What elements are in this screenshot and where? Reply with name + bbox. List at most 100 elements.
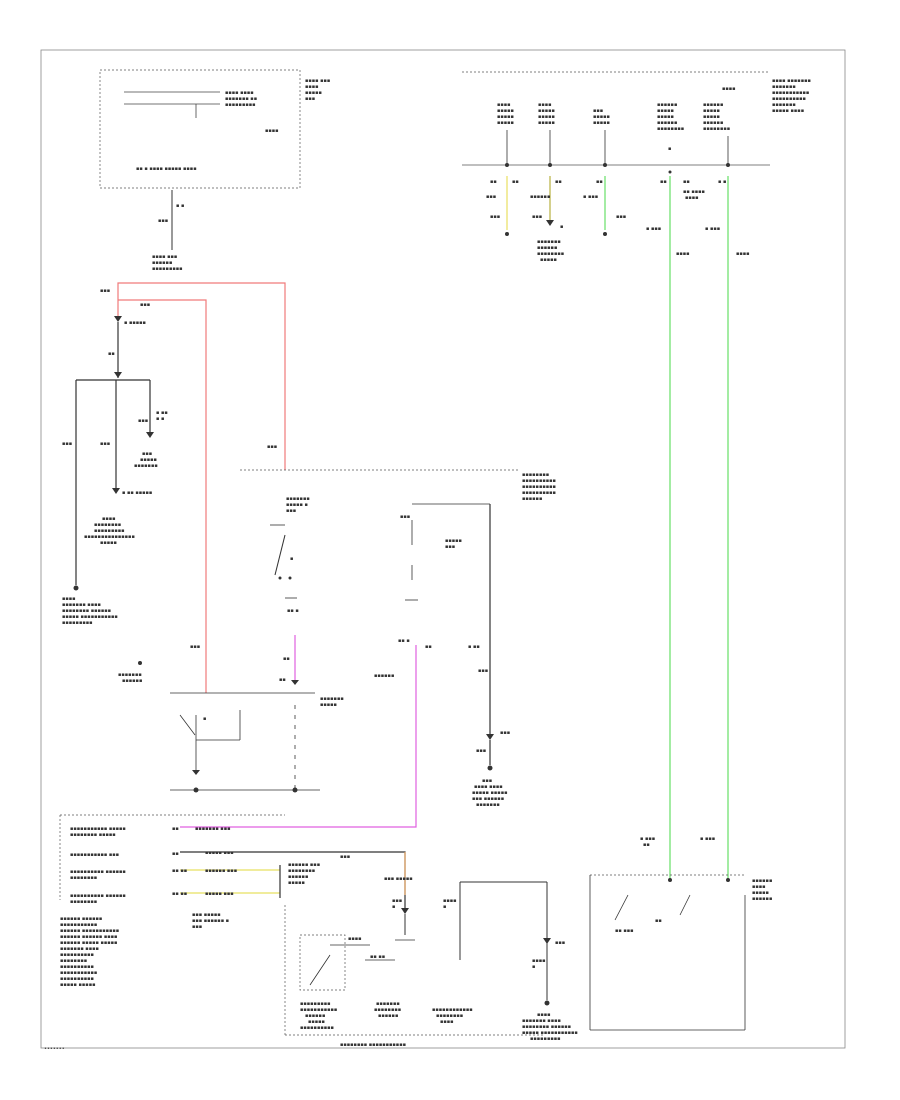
svg-text:▪▪▪▪▪: ▪▪▪▪▪ [100, 540, 117, 546]
svg-text:▪▪▪▪▪▪▪ ▪▪▪▪: ▪▪▪▪▪▪▪ ▪▪▪▪ [522, 1018, 561, 1024]
svg-text:▪▪▪▪▪▪: ▪▪▪▪▪▪ [305, 1013, 325, 1019]
battery-junction: ▪ ▪▪▪▪▪ ▪▪ ▪ ▪▪ ▪ ▪ ▪▪▪ ▪▪▪ ▪▪▪▪▪ ▪▪▪▪▪▪… [62, 316, 168, 684]
svg-text:▪▪ ▪▪▪: ▪▪ ▪▪▪ [615, 928, 634, 934]
svg-text:▪▪▪▪▪▪▪: ▪▪▪▪▪▪▪ [537, 239, 561, 245]
svg-text:▪▪▪ ▪▪▪▪▪: ▪▪▪ ▪▪▪▪▪ [384, 876, 413, 882]
svg-text:▪▪▪▪▪▪▪▪▪▪▪: ▪▪▪▪▪▪▪▪▪▪▪ [60, 970, 97, 976]
diagram-footer-code: ••••••• [44, 1046, 65, 1052]
svg-text:▪ ▪▪ ▪▪▪▪▪: ▪ ▪▪ ▪▪▪▪▪ [122, 490, 152, 496]
svg-text:▪ ▪: ▪ ▪ [156, 416, 164, 422]
svg-text:▪▪▪▪▪▪▪: ▪▪▪▪▪▪▪ [376, 1001, 400, 1007]
svg-text:▪▪▪▪▪: ▪▪▪▪▪ [703, 108, 720, 114]
svg-text:▪▪▪▪▪▪▪▪▪▪▪: ▪▪▪▪▪▪▪▪▪▪▪ [772, 90, 809, 96]
svg-text:▪▪: ▪▪ [596, 179, 603, 185]
svg-text:▪▪▪▪▪: ▪▪▪▪▪ [288, 880, 305, 886]
svg-text:▪▪▪ ▪▪▪▪▪: ▪▪▪ ▪▪▪▪▪ [192, 912, 221, 918]
svg-text:▪▪▪▪▪▪▪▪: ▪▪▪▪▪▪▪▪ [288, 868, 315, 874]
svg-text:▪▪▪▪▪▪▪▪▪: ▪▪▪▪▪▪▪▪▪ [300, 1001, 331, 1007]
svg-text:▪▪▪▪: ▪▪▪▪ [305, 84, 319, 90]
svg-text:▪▪ ▪▪▪▪: ▪▪ ▪▪▪▪ [683, 189, 705, 195]
svg-text:▪▪▪▪▪▪▪: ▪▪▪▪▪▪▪ [118, 672, 142, 678]
svg-text:▪▪▪▪▪▪▪▪▪▪▪ ▪▪▪▪▪: ▪▪▪▪▪▪▪▪▪▪▪ ▪▪▪▪▪ [70, 826, 126, 832]
svg-text:▪▪▪▪: ▪▪▪▪ [443, 898, 457, 904]
svg-text:▪ ▪▪▪: ▪ ▪▪▪ [705, 226, 720, 232]
transmission-section: ▪▪▪▪▪▪▪▪ ▪▪▪▪▪▪▪▪▪▪▪ ▪▪▪ ▪ ▪▪▪▪ ▪ ▪▪▪ ▪▪… [284, 881, 578, 1048]
svg-text:▪ ▪: ▪ ▪ [718, 179, 726, 185]
svg-text:▪▪▪: ▪▪▪ [305, 96, 315, 102]
svg-text:▪▪▪▪▪▪▪▪▪: ▪▪▪▪▪▪▪▪▪ [225, 102, 256, 108]
svg-text:▪▪▪: ▪▪▪ [340, 854, 350, 860]
svg-text:▪▪▪▪▪▪▪▪▪▪: ▪▪▪▪▪▪▪▪▪▪ [60, 964, 94, 970]
svg-text:▪▪▪▪▪▪▪▪: ▪▪▪▪▪▪▪▪ [703, 126, 730, 132]
svg-text:▪ ▪▪▪: ▪ ▪▪▪ [640, 836, 655, 842]
svg-text:▪▪▪▪▪ ▪▪▪▪▪▪▪▪▪▪▪: ▪▪▪▪▪ ▪▪▪▪▪▪▪▪▪▪▪ [522, 1030, 578, 1036]
svg-text:▪▪▪▪▪▪▪: ▪▪▪▪▪▪▪ [286, 496, 310, 502]
svg-text:▪▪▪▪: ▪▪▪▪ [538, 102, 552, 108]
svg-text:▪ ▪▪▪: ▪ ▪▪▪ [646, 226, 661, 232]
svg-text:▪▪▪: ▪▪▪ [490, 214, 500, 220]
svg-text:▪▪▪▪: ▪▪▪▪ [752, 884, 766, 890]
svg-text:▪▪▪: ▪▪▪ [482, 778, 492, 784]
svg-text:▪▪▪▪▪: ▪▪▪▪▪ [752, 890, 769, 896]
svg-text:▪▪▪▪▪ ▪▪▪▪▪▪▪▪▪▪▪: ▪▪▪▪▪ ▪▪▪▪▪▪▪▪▪▪▪ [62, 614, 118, 620]
svg-text:▪▪▪▪▪ ▪▪▪: ▪▪▪▪▪ ▪▪▪ [205, 891, 234, 897]
svg-text:▪▪▪: ▪▪▪ [286, 508, 296, 514]
svg-text:▪▪▪▪▪▪ ▪▪▪▪▪▪ ▪▪▪▪: ▪▪▪▪▪▪ ▪▪▪▪▪▪ ▪▪▪▪ [60, 934, 117, 940]
svg-text:▪▪: ▪▪ [425, 644, 432, 650]
svg-text:▪▪▪: ▪▪▪ [532, 214, 542, 220]
svg-text:▪▪▪▪▪▪: ▪▪▪▪▪▪ [288, 874, 308, 880]
svg-text:▪▪: ▪▪ [172, 826, 179, 832]
green-clutch-wires: ▪ ▪▪▪ ▪ ▪ ▪▪ ▪▪▪▪ ▪▪▪▪ ▪ ▪▪▪ ▪▪ ▪ ▪▪▪ [640, 176, 750, 880]
svg-text:▪▪▪▪▪: ▪▪▪▪▪ [497, 114, 514, 120]
svg-text:▪: ▪ [560, 224, 563, 230]
svg-text:▪ ▪▪: ▪ ▪▪ [468, 644, 480, 650]
svg-text:▪▪▪▪: ▪▪▪▪ [722, 86, 736, 92]
svg-text:▪: ▪ [392, 904, 395, 910]
svg-text:▪▪▪▪▪▪▪▪▪▪: ▪▪▪▪▪▪▪▪▪▪ [60, 976, 94, 982]
svg-text:▪▪▪▪▪ ▪▪▪: ▪▪▪▪▪ ▪▪▪ [205, 850, 234, 856]
svg-text:▪▪▪▪▪▪▪ ▪▪: ▪▪▪▪▪▪▪ ▪▪ [225, 96, 257, 102]
svg-text:▪▪▪▪▪▪ ▪▪▪: ▪▪▪▪▪▪ ▪▪▪ [205, 868, 237, 874]
svg-text:▪▪▪▪▪▪: ▪▪▪▪▪▪ [374, 673, 394, 679]
svg-text:▪▪ ▪▪: ▪▪ ▪▪ [172, 891, 187, 897]
svg-text:▪▪ ▪▪: ▪▪ ▪▪ [370, 954, 385, 960]
svg-text:▪▪▪▪▪▪ ▪▪▪▪▪▪: ▪▪▪▪▪▪ ▪▪▪▪▪▪ [60, 916, 102, 922]
svg-text:▪▪▪▪▪▪▪▪▪▪: ▪▪▪▪▪▪▪▪▪▪ [300, 1025, 334, 1031]
svg-text:▪▪▪▪▪: ▪▪▪▪▪ [703, 114, 720, 120]
svg-text:▪▪▪▪▪▪: ▪▪▪▪▪▪ [122, 678, 142, 684]
svg-text:▪▪▪▪▪▪▪: ▪▪▪▪▪▪▪ [772, 102, 796, 108]
svg-text:▪▪▪▪▪▪▪▪ ▪▪▪▪▪▪: ▪▪▪▪▪▪▪▪ ▪▪▪▪▪▪ [522, 1024, 571, 1030]
svg-text:▪▪▪▪▪▪: ▪▪▪▪▪▪ [752, 878, 772, 884]
top-left-module: ▪▪▪▪ ▪▪▪▪ ▪▪▪▪▪▪▪ ▪▪ ▪▪▪▪▪▪▪▪▪ ▪▪▪▪ ▪▪▪ … [99, 69, 330, 189]
svg-text:▪▪▪▪▪▪: ▪▪▪▪▪▪ [530, 194, 550, 200]
svg-text:▪▪▪▪▪▪▪▪▪▪: ▪▪▪▪▪▪▪▪▪▪ [522, 490, 556, 496]
svg-text:▪▪▪▪▪▪: ▪▪▪▪▪▪ [537, 245, 557, 251]
svg-text:▪▪: ▪▪ [512, 179, 519, 185]
svg-text:▪▪▪▪: ▪▪▪▪ [532, 958, 546, 964]
svg-text:▪▪▪▪▪▪▪▪: ▪▪▪▪▪▪▪▪ [70, 899, 97, 905]
svg-text:▪▪▪▪ ▪▪▪▪: ▪▪▪▪ ▪▪▪▪ [474, 784, 503, 790]
svg-text:▪▪▪: ▪▪▪ [400, 514, 410, 520]
svg-text:▪▪▪▪▪: ▪▪▪▪▪ [497, 120, 514, 126]
svg-text:▪▪▪▪▪▪: ▪▪▪▪▪▪ [378, 1013, 398, 1019]
svg-text:▪▪▪▪▪▪: ▪▪▪▪▪▪ [752, 896, 772, 902]
red-battery-wires: ▪▪▪ ▪▪▪ ▪▪▪ ▪▪▪ [100, 282, 286, 693]
svg-text:▪▪▪▪▪▪▪▪▪▪▪ ▪▪▪: ▪▪▪▪▪▪▪▪▪▪▪ ▪▪▪ [70, 852, 119, 858]
svg-text:▪▪▪▪▪▪▪: ▪▪▪▪▪▪▪ [772, 84, 796, 90]
svg-text:▪: ▪ [532, 964, 535, 970]
svg-text:▪▪▪▪▪▪▪▪▪: ▪▪▪▪▪▪▪▪▪ [62, 620, 93, 626]
svg-text:▪▪▪▪▪: ▪▪▪▪▪ [305, 90, 322, 96]
svg-text:▪▪▪▪: ▪▪▪▪ [685, 195, 699, 201]
svg-text:▪▪▪: ▪▪▪ [486, 194, 496, 200]
svg-text:▪▪▪▪▪▪▪▪: ▪▪▪▪▪▪▪▪ [537, 251, 564, 257]
svg-text:▪: ▪ [443, 904, 446, 910]
svg-text:▪▪ ▪: ▪▪ ▪ [287, 608, 299, 614]
svg-text:▪▪: ▪▪ [660, 179, 667, 185]
svg-text:▪▪▪▪ ▪▪▪: ▪▪▪▪ ▪▪▪ [152, 254, 177, 260]
svg-text:▪▪▪▪▪▪▪▪▪▪▪▪: ▪▪▪▪▪▪▪▪▪▪▪▪ [432, 1007, 473, 1013]
svg-text:▪ ▪: ▪ ▪ [176, 203, 184, 209]
svg-text:▪▪▪▪▪▪▪: ▪▪▪▪▪▪▪ [476, 802, 500, 808]
clutch-switch: ▪▪▪▪▪▪ ▪▪▪▪ ▪▪▪▪▪ ▪▪▪▪▪▪ ▪▪ ▪▪▪ ▪▪ [589, 874, 772, 1031]
svg-text:▪▪▪: ▪▪▪ [555, 940, 565, 946]
